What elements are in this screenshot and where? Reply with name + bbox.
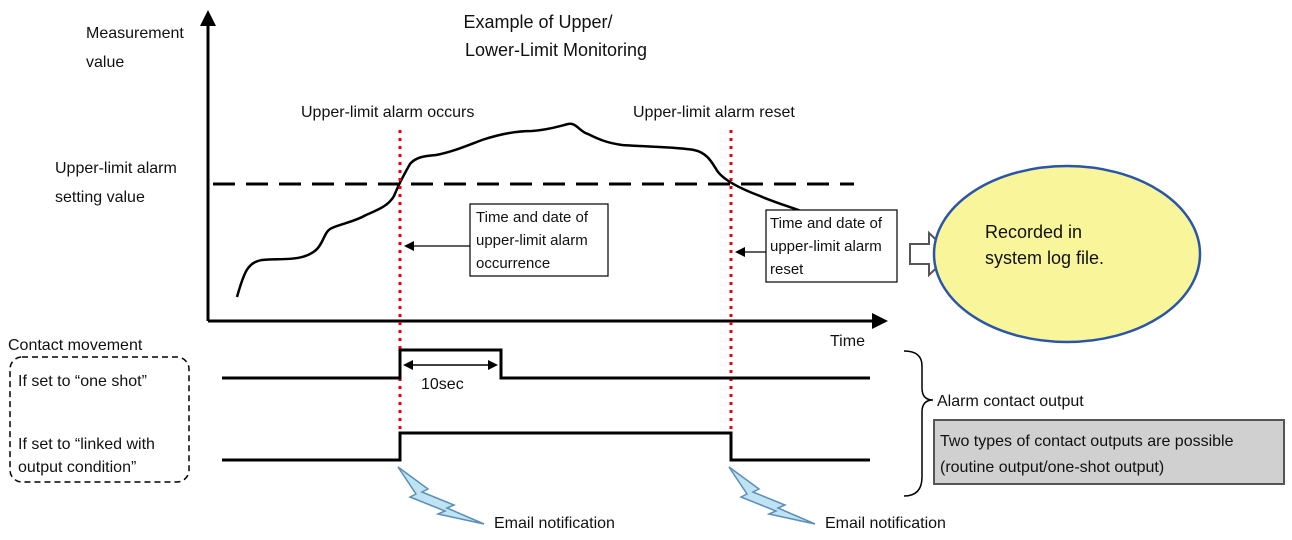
linked-waveform [222,431,870,462]
pulse-duration-arrow-left [403,360,413,370]
linked-label-line-1: If set to “linked with [18,436,155,453]
chart-title-line-2: Lower-Limit Monitoring [465,40,647,60]
x-axis-arrowhead [872,313,888,329]
y-axis-label-line-2: value [86,54,124,71]
chart-axes [206,22,874,323]
x-axis-label: Time [830,333,865,350]
email-notification-label-2: Email notification [825,515,946,532]
chart-title-line-1: Example of Upper/ [463,12,612,32]
occurrence-callout-line-2: upper-limit alarm [476,232,588,249]
alarm-reset-label: Upper-limit alarm reset [633,104,795,121]
contact-settings-box [9,356,190,483]
occurrence-callout-arrowhead [404,241,414,251]
contact-movement-label: Contact movement [8,337,143,354]
alarm-output-brace [903,350,934,497]
linked-label-line-2: output condition” [18,459,136,476]
occurrence-callout-line-1: Time and date of [476,209,589,226]
reset-callout-box [765,209,898,283]
threshold-label-line-2: setting value [55,189,145,206]
y-axis-arrowhead [200,10,216,26]
pulse-duration-arrow-right [488,360,498,370]
alarm-occurs-label: Upper-limit alarm occurs [301,104,474,121]
contact-output-note-box [933,419,1285,485]
system-log-line-1: Recorded in [985,222,1082,242]
occurrence-callout-line-3: occurrence [476,255,550,272]
reset-callout-line-1: Time and date of [770,215,883,232]
email-notification-label-1: Email notification [494,515,615,532]
reset-callout-arrowhead [735,247,745,257]
reset-callout-line-3: reset [770,261,804,278]
occurrence-callout-box [469,203,609,277]
contact-output-note-line-1: Two types of contact outputs are possibl… [940,433,1234,450]
reset-callout-line-2: upper-limit alarm [770,238,882,255]
lightning-bolt-icon [728,466,816,525]
measurement-curve [235,122,807,298]
system-log-line-2: system log file. [985,248,1104,268]
system-log-ellipse [932,164,1202,344]
lightning-bolt-icon [397,466,485,525]
contact-output-note-line-2: (routine output/one-shot output) [940,459,1164,476]
one-shot-waveform [222,348,870,380]
y-axis-label-line-1: Measurement [86,25,184,42]
one-shot-label: If set to “one shot” [18,373,147,390]
pulse-duration-label: 10sec [421,376,464,393]
alarm-contact-output-label: Alarm contact output [937,393,1084,410]
threshold-label-line-1: Upper-limit alarm [55,160,177,177]
